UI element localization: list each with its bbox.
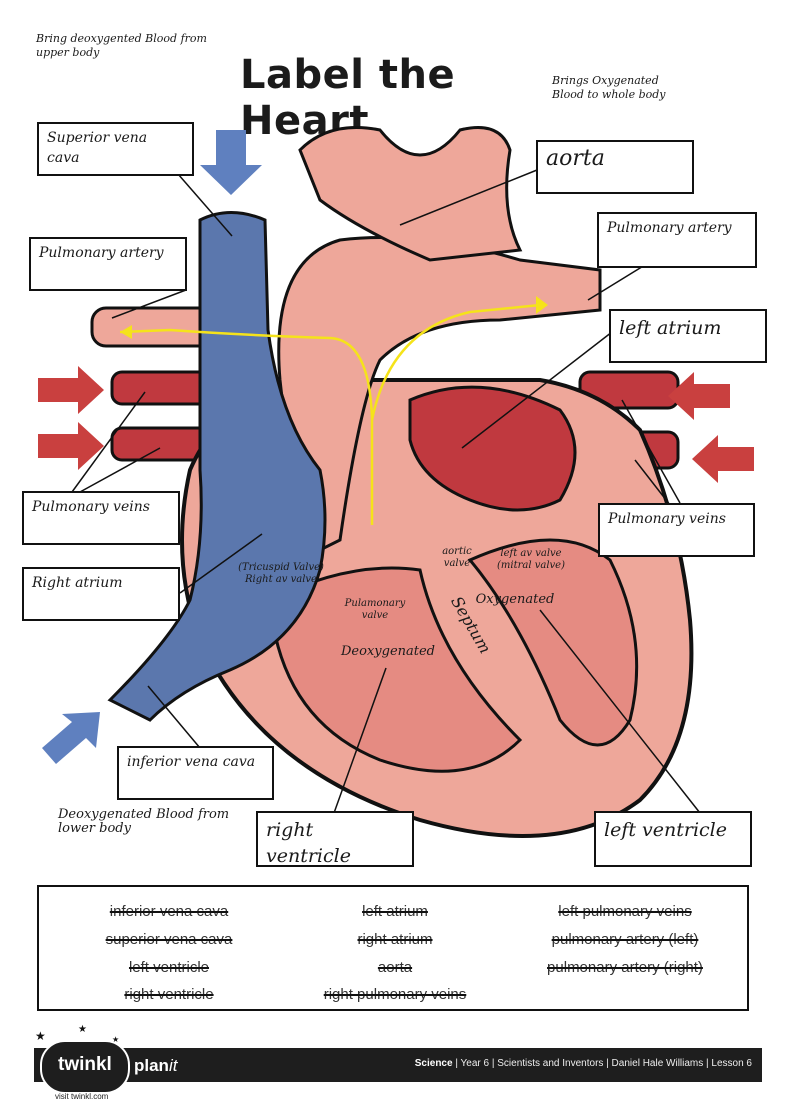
label-inferior-vena-cava: inferior vena cava bbox=[117, 746, 274, 800]
arrow-down-icon bbox=[200, 130, 262, 195]
label-pulmonary-veins-left: Pulmonary veins bbox=[22, 491, 180, 545]
note-upper-body: Bring deoxygented Blood from upper body bbox=[36, 32, 207, 59]
arrow-right-icon bbox=[38, 366, 104, 414]
word-bank-item: pulmonary artery (right) bbox=[547, 959, 703, 976]
label-pulmonary-artery-left: Pulmonary artery bbox=[29, 237, 187, 291]
svg-text:★: ★ bbox=[78, 1024, 87, 1035]
label-right-atrium: Right atrium bbox=[22, 567, 180, 621]
word-bank-item: right atrium bbox=[357, 931, 433, 948]
flow-path-left bbox=[119, 328, 374, 525]
svg-text:★: ★ bbox=[112, 1035, 119, 1044]
heart-diagram bbox=[38, 126, 754, 838]
word-bank-item: left atrium bbox=[362, 903, 428, 920]
pulmonary-trunk bbox=[277, 236, 602, 563]
flow-path-right bbox=[370, 303, 541, 421]
word-bank-item: left pulmonary veins bbox=[558, 903, 692, 920]
vena-cava bbox=[107, 211, 327, 722]
label-left-atrium: left atrium bbox=[609, 309, 767, 363]
annotation-mitral-valve: left av valve (mitral valve) bbox=[497, 548, 565, 571]
twinkl-logo-text: twinkl bbox=[58, 1054, 112, 1075]
star-icon: ★ ★ ★ bbox=[35, 1024, 119, 1044]
annotation-pulmonary-valve: Pulamonary valve bbox=[344, 598, 406, 621]
label-pulmonary-veins-right: Pulmonary veins bbox=[598, 503, 755, 557]
footer-bar: Science | Year 6 | Scientists and Invent… bbox=[34, 1048, 762, 1082]
note-whole-body: Brings Oxygenated Blood to whole body bbox=[552, 74, 666, 101]
label-right-ventricle: right ventricle bbox=[256, 811, 414, 867]
label-pulmonary-artery-right: Pulmonary artery bbox=[597, 212, 757, 268]
word-bank-item: right ventricle bbox=[124, 986, 214, 1003]
aorta-arch bbox=[298, 126, 523, 262]
word-bank-item: aorta bbox=[377, 959, 413, 976]
arrow-right-icon-2 bbox=[38, 422, 104, 470]
label-left-ventricle: left ventricle bbox=[594, 811, 752, 867]
left-atrium bbox=[408, 385, 577, 512]
word-bank: inferior vena cava left atrium left pulm… bbox=[37, 885, 749, 1011]
left-ventricle bbox=[467, 538, 639, 747]
flow-arrow-right-icon bbox=[536, 296, 548, 314]
visit-link[interactable]: visit twinkl.com bbox=[55, 1092, 109, 1101]
label-aorta: aorta bbox=[536, 140, 694, 194]
note-lower-body: Deoxygenated Blood from lower body bbox=[58, 807, 230, 836]
arrow-left-icon-2 bbox=[692, 435, 754, 483]
word-bank-item: pulmonary artery (left) bbox=[551, 931, 699, 948]
annotation-aortic-valve: aortic valve bbox=[442, 546, 472, 569]
word-bank-item: inferior vena cava bbox=[109, 903, 229, 920]
flow-arrow-left-icon bbox=[120, 325, 132, 339]
footer-lesson-info: Science | Year 6 | Scientists and Invent… bbox=[414, 1058, 752, 1069]
page-title: Label the Heart bbox=[240, 52, 456, 144]
word-bank-item: superior vena cava bbox=[105, 931, 233, 948]
svg-text:★: ★ bbox=[35, 1029, 46, 1043]
right-ventricle bbox=[268, 566, 523, 773]
annotation-deoxygenated: Deoxygenated bbox=[341, 644, 435, 659]
word-bank-item: left ventricle bbox=[128, 959, 210, 976]
planit-logo: planit bbox=[134, 1056, 178, 1075]
arrow-left-icon bbox=[668, 372, 730, 420]
twinkl-logo[interactable] bbox=[40, 1040, 130, 1094]
word-bank-item: right pulmonary veins bbox=[323, 986, 467, 1003]
annotation-oxygenated: Oxygenated bbox=[475, 592, 555, 607]
label-superior-vena-cava: Superior vena cava bbox=[37, 122, 194, 176]
annotation-tricuspid: (Tricuspid Valve) Right av valve bbox=[238, 562, 324, 585]
arrow-up-right-icon bbox=[42, 712, 100, 764]
